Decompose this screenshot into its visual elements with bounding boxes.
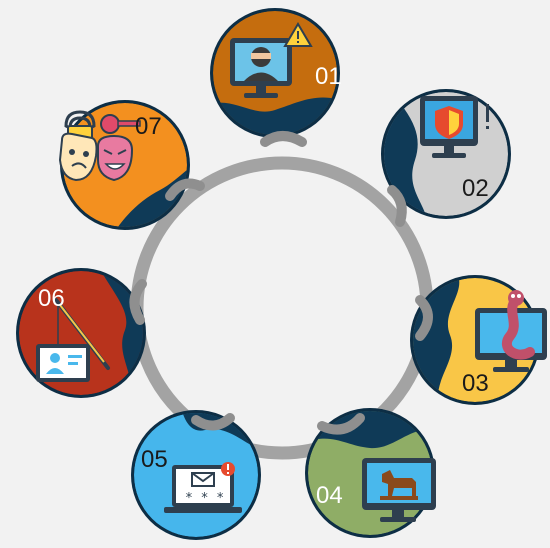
masks-keys-icon (58, 110, 141, 182)
node-03[interactable]: 03 (405, 270, 547, 410)
node-02-number: 02 (462, 175, 489, 202)
svg-text:* * *: * * * (185, 491, 224, 506)
link-01 (260, 131, 307, 147)
node-01[interactable]: 01 (200, 8, 350, 150)
node-06[interactable]: 06 (16, 260, 160, 400)
node-07[interactable]: 07 (58, 100, 200, 240)
hacker-warning-icon (230, 22, 313, 98)
node-05[interactable]: * * * 05 (131, 400, 261, 540)
node-06-number: 06 (38, 285, 65, 312)
phishing-hook-icon (36, 298, 110, 382)
trojan-horse-monitor-icon (362, 458, 436, 522)
node-03-number: 03 (462, 370, 489, 397)
node-04-number: 04 (316, 482, 343, 509)
link-07 (165, 178, 205, 201)
link-04 (317, 413, 365, 435)
shield-monitor-icon (420, 96, 489, 158)
link-03 (415, 295, 433, 341)
node-05-number: 05 (141, 446, 168, 473)
link-05 (191, 413, 235, 431)
chain-links (129, 131, 433, 435)
link-06 (129, 279, 147, 325)
node-04[interactable]: 04 (300, 400, 440, 538)
node-01-number: 01 (315, 63, 342, 90)
password-laptop-icon: * * * (164, 462, 242, 513)
worm-monitor-icon (475, 290, 547, 372)
node-07-number: 07 (135, 113, 162, 140)
link-02 (387, 185, 407, 227)
